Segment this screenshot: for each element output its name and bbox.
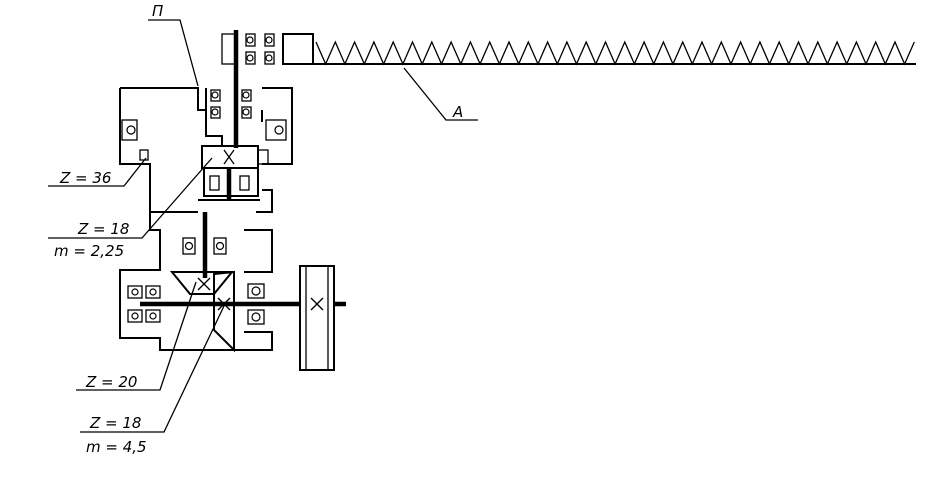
leader-A	[403, 67, 478, 121]
housing-right-mid	[256, 189, 273, 213]
rack	[282, 33, 916, 66]
rack-end-block	[282, 33, 314, 65]
gear-cross	[223, 149, 235, 165]
gear-body	[201, 145, 259, 169]
ball-symbol	[265, 36, 273, 44]
ball-symbol	[211, 108, 219, 116]
bevel-gears	[140, 270, 346, 353]
ball-symbol	[274, 125, 284, 135]
ball-symbol	[251, 286, 261, 296]
ball-symbol	[126, 125, 136, 135]
label-A: A	[452, 103, 463, 121]
rack-pinion-bearings	[221, 33, 275, 65]
housing-right-top	[262, 87, 293, 165]
bevel-gear-z18	[213, 270, 235, 353]
housing-lower-left	[119, 212, 234, 351]
bearing-symbol	[210, 89, 221, 102]
bearing-housing-left	[205, 110, 223, 146]
pulley-body	[299, 265, 335, 371]
rack-bearing-block	[221, 33, 236, 65]
small-gear-z36	[139, 149, 149, 161]
leader-z18-upper	[48, 157, 213, 239]
bearing-symbol	[239, 175, 250, 191]
ball-symbol	[149, 288, 157, 296]
ball-symbol	[149, 312, 157, 320]
leader-z18-lower	[80, 305, 225, 433]
housing-left-wall	[119, 88, 198, 213]
ball-symbol	[251, 312, 261, 322]
ball-symbol	[246, 54, 254, 62]
bearing-symbol	[247, 309, 265, 325]
housing-lower-right-bottom	[234, 331, 273, 351]
housing	[119, 87, 293, 351]
gear-z18-upper	[201, 145, 269, 197]
label-z20: Z = 20	[85, 373, 137, 391]
pulley	[299, 265, 335, 371]
bearing-symbol	[209, 175, 220, 191]
gear-housing-lower	[203, 168, 259, 197]
bearing-symbol	[182, 237, 196, 255]
bearing-symbol	[264, 33, 275, 47]
side-bearing-left	[121, 119, 138, 141]
label-m225: m = 2,25	[54, 242, 124, 260]
middle-bearings	[182, 237, 227, 255]
label-z36: Z = 36	[59, 169, 111, 187]
bearing-symbol	[127, 285, 143, 299]
label-z18-upper: Z = 18	[77, 220, 129, 238]
leader-z20	[76, 281, 197, 391]
leader-z36	[48, 157, 147, 187]
gear-cross	[197, 277, 211, 291]
bearing-symbol	[241, 89, 252, 102]
bearing-symbol	[145, 285, 161, 299]
housing-lower-right-top	[244, 229, 273, 273]
label-m45: m = 4,5	[86, 438, 147, 456]
housing-top-left	[120, 87, 207, 111]
bearing-symbol	[247, 283, 265, 299]
ball-symbol	[131, 312, 139, 320]
ball-symbol	[246, 36, 254, 44]
label-z18-lower: Z = 18	[89, 414, 141, 432]
bearing-symbol	[127, 309, 143, 323]
bearing-symbol	[145, 309, 161, 323]
bearing-symbol	[241, 106, 252, 119]
rack-teeth	[315, 40, 915, 66]
bearing-symbol	[213, 237, 227, 255]
label-P: П	[152, 2, 163, 20]
side-bearing-right	[265, 119, 287, 141]
gear-collar	[257, 149, 269, 165]
bearing-symbol	[210, 106, 221, 119]
upper-bearings	[121, 89, 287, 161]
ball-symbol	[131, 288, 139, 296]
bearing-symbol	[245, 33, 256, 47]
ball-symbol	[184, 241, 194, 251]
lower-bearings	[127, 283, 265, 325]
ball-symbol	[242, 108, 250, 116]
pulley-cross	[310, 297, 324, 311]
bevel-gear-z20	[169, 271, 235, 295]
ball-symbol	[265, 54, 273, 62]
ball-symbol	[215, 241, 225, 251]
ball-symbol	[242, 91, 250, 99]
bearing-symbol	[245, 51, 256, 65]
leader-P	[148, 19, 199, 87]
leaders	[48, 19, 478, 433]
ball-symbol	[211, 91, 219, 99]
bearing-symbol	[264, 51, 275, 65]
